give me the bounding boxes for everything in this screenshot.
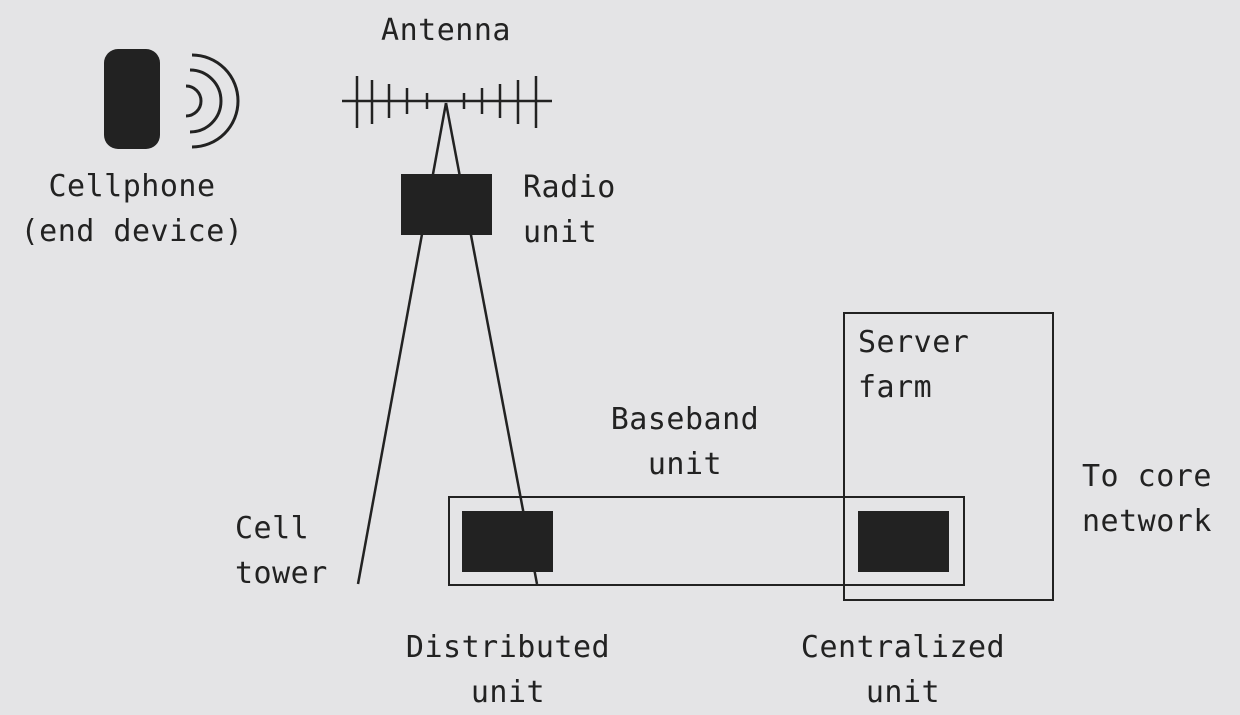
centralized-unit-block	[858, 511, 949, 572]
distributed-unit-label: Distributed unit	[378, 625, 638, 715]
radio-unit-label: Radio unit	[523, 165, 616, 255]
baseband-unit-box	[448, 496, 965, 586]
cellphone-icon	[104, 49, 160, 149]
server-farm-label-line-1: Server	[858, 325, 970, 360]
server-farm-label: Server farm	[858, 320, 969, 410]
cell-tower-label-line-2: tower	[235, 556, 328, 591]
baseband-unit-label-line-2: unit	[647, 447, 723, 482]
to-core-network-label-line-2: network	[1082, 504, 1212, 539]
radio-unit-label-line-2: unit	[523, 215, 598, 250]
server-farm-label-line-2: farm	[858, 370, 933, 405]
cellphone-label-line-1: Cellphone	[48, 169, 216, 204]
signal-waves-icon	[185, 53, 240, 149]
baseband-unit-label: Baseband unit	[575, 397, 795, 487]
baseband-unit-label-line-1: Baseband	[610, 402, 760, 437]
distributed-unit-block	[462, 511, 553, 572]
cellphone-label: Cellphone (end device)	[2, 164, 262, 254]
centralized-unit-label: Centralized unit	[773, 625, 1033, 715]
distributed-unit-label-line-2: unit	[470, 675, 546, 710]
centralized-unit-label-line-1: Centralized	[800, 630, 1006, 665]
to-core-network-label-line-1: To core	[1082, 459, 1212, 494]
radio-unit-label-line-1: Radio	[523, 170, 616, 205]
antenna-label: Antenna	[346, 8, 546, 53]
cell-tower-label-line-1: Cell	[235, 511, 310, 546]
distributed-unit-label-line-1: Distributed	[405, 630, 611, 665]
to-core-network-label: To core network	[1082, 454, 1212, 544]
antenna-icon	[342, 76, 552, 128]
server-farm-box	[843, 312, 1054, 601]
antenna-label-text: Antenna	[381, 13, 511, 48]
centralized-unit-label-line-2: unit	[865, 675, 941, 710]
cellphone-label-line-2: (end device)	[20, 214, 244, 249]
cell-tower-label: Cell tower	[235, 506, 328, 596]
radio-unit-block	[401, 174, 492, 235]
